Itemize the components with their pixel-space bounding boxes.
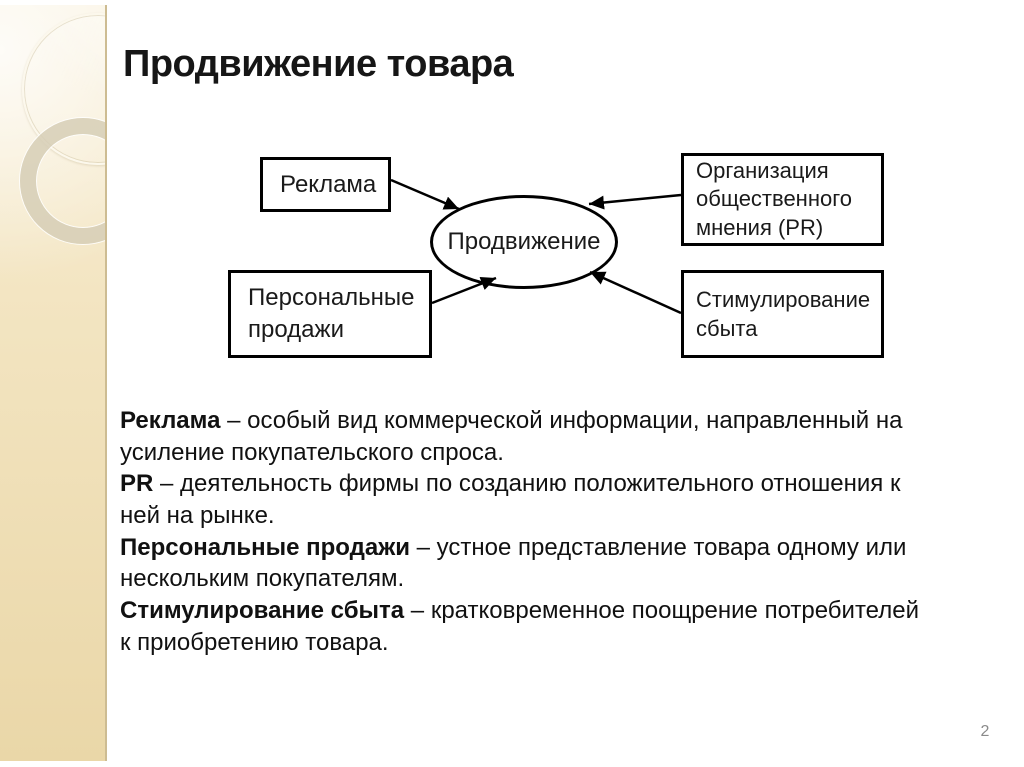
definition-sales-promotion-term: Стимулирование сбыта (120, 597, 405, 625)
arrow-sales-promotion-to-promotion (589, 270, 682, 315)
diagram-node-pr-label: Организация общественного мнения (PR) (696, 157, 852, 240)
diagram-node-sales-promotion-label: Стимулирование сбыта (696, 286, 871, 341)
definition-advertising: Реклама – особый вид коммерческой информ… (120, 405, 932, 468)
definition-personal-sales-text: – устное представление товара одному или… (120, 533, 907, 593)
definition-personal-sales-term: Персональные продажи (120, 533, 410, 561)
diagram-node-personal-sales: Персональные продажи (228, 270, 432, 358)
diagram-node-advertising-label: Реклама (280, 170, 377, 198)
definition-pr-text: – деятельность фирмы по созданию положит… (120, 470, 901, 530)
diagram-center-label: Продвижение (447, 228, 601, 255)
definition-sales-promotion: Стимулирование сбыта – кратковременное п… (120, 595, 932, 658)
definition-pr-term: PR (120, 470, 154, 498)
decorative-side-strip (0, 5, 107, 761)
arrow-advertising-to-promotion (390, 178, 460, 211)
arrow-pr-to-promotion (588, 193, 682, 210)
definitions-block: Реклама – особый вид коммерческой информ… (120, 405, 932, 658)
definition-personal-sales: Персональные продажи – устное представле… (120, 532, 932, 595)
definition-advertising-text: – особый вид коммерческой информации, на… (120, 407, 903, 466)
page-number: 2 (980, 723, 990, 740)
diagram-center-ellipse: Продвижение (430, 195, 618, 289)
diagram-node-personal-sales-label: Персональные продажи (248, 284, 415, 343)
definition-advertising-term: Реклама (120, 407, 221, 434)
decorative-ring (20, 118, 105, 244)
definition-sales-promotion-text: – кратковременное поощрение потребителей… (120, 597, 919, 656)
diagram-node-advertising: Реклама (260, 157, 391, 212)
definition-pr: PR – деятельность фирмы по созданию поло… (120, 468, 932, 531)
diagram-node-sales-promotion: Стимулирование сбыта (681, 270, 884, 358)
diagram-node-pr: Организация общественного мнения (PR) (681, 153, 884, 246)
slide-title: Продвижение товара (123, 43, 514, 85)
